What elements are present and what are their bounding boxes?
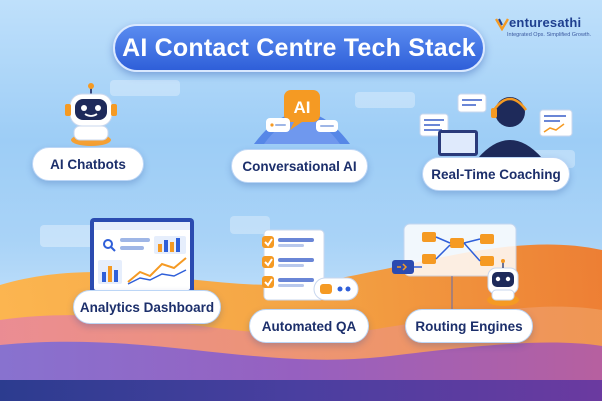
routing-flow-icon [392,223,519,312]
bottom-band [0,380,602,401]
ai-chat-bubble-icon: AI [254,90,350,144]
feature-ai-chatbots: AI Chatbots [32,147,144,181]
checklist-icon [262,229,359,301]
brand-logo: enturesathi Integrated Ops. Simplified G… [493,15,595,45]
feature-routing-engines: Routing Engines [405,309,533,343]
brand-name: enturesathi [509,15,582,30]
page-title: AI Contact Centre Tech Stack [113,24,485,72]
ai-badge-text: AI [294,98,311,117]
feature-analytics-dashboard: Analytics Dashboard [73,290,221,324]
feature-conversational-ai: Conversational AI [231,149,368,183]
dashboard-chart-icon [90,218,194,294]
robot-icon [65,83,117,146]
feature-real-time-coaching: Real-Time Coaching [422,157,570,191]
agent-headset-icon [419,93,573,158]
brand-tagline: Integrated Ops. Simplified Growth. [507,32,592,38]
brand-v-icon [495,18,509,31]
feature-automated-qa: Automated QA [249,309,369,343]
